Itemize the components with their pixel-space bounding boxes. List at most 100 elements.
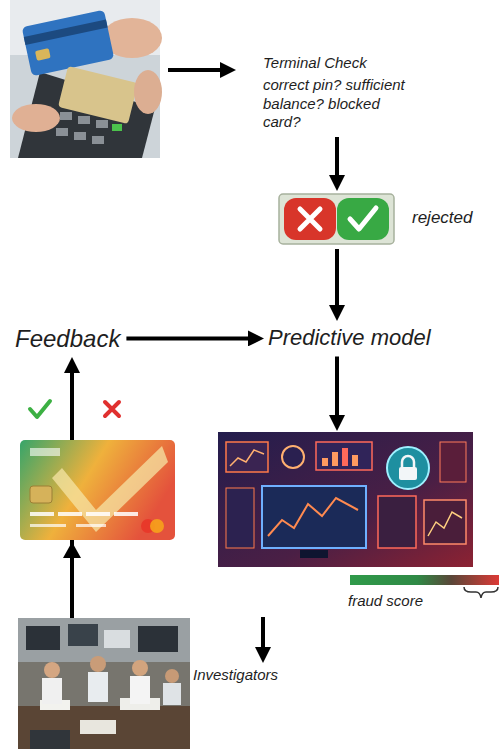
dashboard-picture-part xyxy=(428,512,462,536)
investigators-photo-part xyxy=(88,672,108,702)
decision-icon-art-part xyxy=(337,198,389,240)
model-label: Predictive model xyxy=(265,322,434,354)
payment-photo-part xyxy=(60,112,72,120)
decision-icon-art-part xyxy=(350,208,376,229)
dashboard-picture-part xyxy=(226,442,268,472)
investigators-photo-part xyxy=(18,618,190,662)
payment-photo-part xyxy=(22,10,115,76)
decision-node: rejected xyxy=(278,192,478,246)
node-label: fraud score xyxy=(348,592,423,611)
dashboard-picture-part xyxy=(218,432,473,567)
node-body: correct pin? sufficient balance? blocked… xyxy=(263,76,407,132)
payment-photo-part xyxy=(12,104,60,132)
credit-card-picture-part xyxy=(150,519,164,533)
investigators-photo xyxy=(18,618,190,749)
investigators-photo-part xyxy=(80,720,116,734)
node-label: Feedback xyxy=(15,324,120,354)
payment-photo-part xyxy=(35,48,51,61)
investigators-photo-part xyxy=(42,678,62,704)
feedback-marks-part xyxy=(105,402,119,416)
credit-card-picture xyxy=(20,440,175,540)
flow-arrow xyxy=(126,336,254,340)
dashboard-picture-part xyxy=(262,486,366,548)
dashboard-picture-part xyxy=(440,442,466,482)
payment-photo-part xyxy=(74,132,86,140)
payment-photo-part xyxy=(92,136,104,144)
credit-card-picture-part xyxy=(58,512,82,516)
payment-photo-part xyxy=(56,128,68,136)
flow-arrow-static-part xyxy=(63,542,81,558)
dashboard-picture-part xyxy=(342,448,348,466)
payment-photo-part xyxy=(134,70,162,114)
credit-card-picture-part xyxy=(30,512,54,516)
dashboard-picture-part xyxy=(226,488,254,548)
dashboard-picture-part xyxy=(378,496,416,548)
investigators-photo-part xyxy=(165,669,179,683)
credit-card-picture-part xyxy=(30,486,52,503)
fraud-score-bar-part xyxy=(464,587,498,598)
feedback-label: Feedback xyxy=(12,322,123,356)
dashboard-picture-part xyxy=(332,452,338,466)
payment-photo-part xyxy=(78,116,90,124)
investigators-photo-part xyxy=(132,660,148,676)
flow-arrow xyxy=(335,249,339,311)
investigators-photo-part xyxy=(18,706,190,749)
dashboard-picture-part xyxy=(399,467,417,480)
flow-arrow xyxy=(261,617,265,653)
investigators-photo-part xyxy=(90,656,106,672)
decision-icon-art-part xyxy=(300,209,320,229)
flow-arrow-static-part xyxy=(220,62,236,78)
investigators-photo-part xyxy=(130,676,150,704)
dashboard-picture xyxy=(218,432,473,567)
node-label: rejected xyxy=(412,207,472,228)
flow-arrow xyxy=(335,357,339,422)
credit-card-picture-part xyxy=(52,446,168,532)
dashboard-picture-part xyxy=(300,550,328,558)
fraud-score-bar-part xyxy=(350,575,499,585)
decision-icon-art-part xyxy=(279,194,394,244)
investigators-photo-part xyxy=(18,618,190,749)
dashboard-picture-part xyxy=(402,456,414,467)
credit-card-picture-part xyxy=(76,524,106,527)
investigators-photo-part xyxy=(163,683,181,705)
flow-arrow xyxy=(335,137,339,181)
investigators-photo-part xyxy=(26,626,60,650)
dashboard-picture-part xyxy=(322,458,328,466)
dashboard-picture-part xyxy=(424,500,466,544)
investigators-photo-part xyxy=(104,630,130,648)
investigators-photo-part xyxy=(44,662,60,678)
flow-arrow-static xyxy=(63,542,81,558)
feedback-marks-part xyxy=(30,401,50,417)
dashboard-picture-part xyxy=(352,455,358,466)
investigators-photo-part xyxy=(68,624,98,646)
feedback-marks xyxy=(30,401,119,417)
check-text: Terminal Check correct pin? sufficient ba… xyxy=(260,52,410,134)
investigator-label: Investigators xyxy=(190,664,281,687)
node-label: Investigators xyxy=(193,666,278,685)
payment-photo xyxy=(10,0,162,158)
credit-card-picture-part xyxy=(20,440,175,540)
payment-photo-part xyxy=(96,120,108,128)
credit-card-picture-part xyxy=(86,512,110,516)
dashboard-picture-part xyxy=(268,498,358,536)
decision-icon-art xyxy=(279,194,394,244)
node-label: Terminal Check xyxy=(263,54,407,73)
score-dashboard: fraud score xyxy=(218,432,501,614)
investigators-photo-part xyxy=(30,730,70,749)
node-label: Predictive model xyxy=(268,324,431,352)
dashboard-picture-part xyxy=(230,450,264,466)
credit-card-picture-part xyxy=(30,524,66,527)
decision-icon-art-part xyxy=(284,198,336,240)
credit-card-picture-part xyxy=(114,512,138,516)
flow-arrow-static-part xyxy=(168,68,222,72)
dashboard-picture-part xyxy=(387,447,429,489)
payment-photo-part xyxy=(58,66,138,124)
payment-photo-part xyxy=(24,20,108,45)
dashboard-picture-part xyxy=(316,442,372,470)
dashboard-picture-part xyxy=(282,446,304,468)
credit-card-picture-part xyxy=(30,448,60,456)
flow-arrow-static xyxy=(168,62,236,78)
payment-photo-part xyxy=(112,124,122,131)
